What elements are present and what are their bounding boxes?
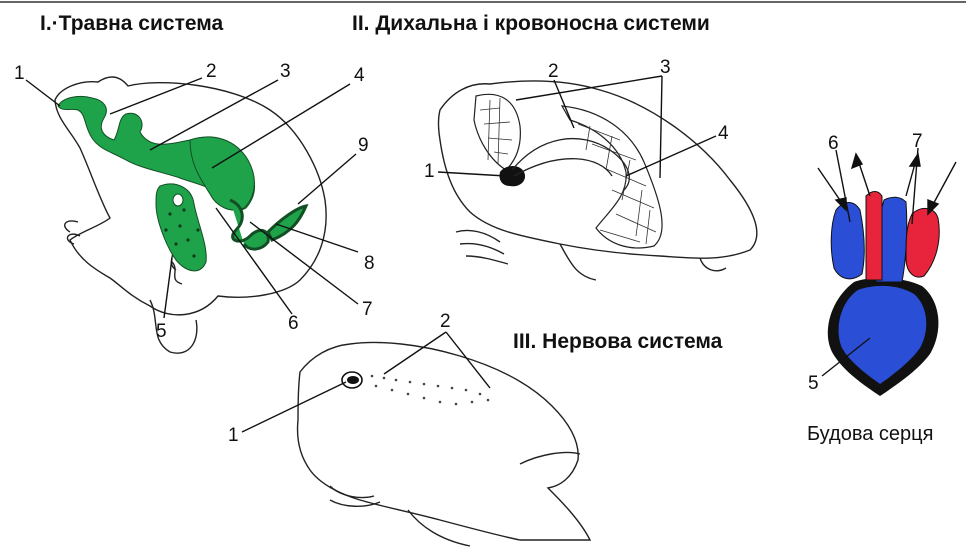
nervous-label-2: 2 — [440, 312, 451, 331]
respiratory-label-4: 4 — [718, 124, 729, 143]
arterial-vessel-left — [866, 192, 882, 281]
respiratory-label-2: 2 — [548, 62, 559, 81]
digestive-label-9: 9 — [358, 136, 369, 155]
nervous-leader-lines — [242, 332, 490, 432]
digestive-label-6: 6 — [288, 314, 299, 333]
nervous-frog-outline — [298, 343, 591, 541]
digestive-label-3: 3 — [280, 62, 291, 81]
digestive-label-4: 4 — [354, 66, 365, 85]
digestive-label-8: 8 — [364, 254, 375, 273]
digestive-label-1: 1 — [14, 64, 25, 83]
left-atrium-venous — [831, 203, 864, 279]
nervous-label-1: 1 — [228, 426, 239, 445]
respiratory-label-1: 1 — [424, 162, 435, 181]
upper-lung — [474, 94, 520, 170]
digestive-label-7: 7 — [362, 300, 373, 319]
brain-speckles — [371, 375, 490, 406]
gall-bladder — [173, 194, 183, 206]
heart-label-6: 6 — [828, 134, 839, 153]
respiratory-label-3: 3 — [660, 58, 671, 77]
vessel-arches — [512, 139, 629, 190]
heart-label-7: 7 — [912, 132, 923, 151]
heart-label-5: 5 — [808, 374, 819, 393]
digestive-label-2: 2 — [206, 62, 217, 81]
arterial-vessel-right — [906, 208, 939, 277]
heart-structure-figure — [828, 192, 939, 397]
main-lung — [562, 106, 662, 248]
nervous-frog-figure — [298, 343, 591, 547]
frog-pupil — [347, 376, 359, 384]
digestive-label-5: 5 — [156, 322, 167, 341]
